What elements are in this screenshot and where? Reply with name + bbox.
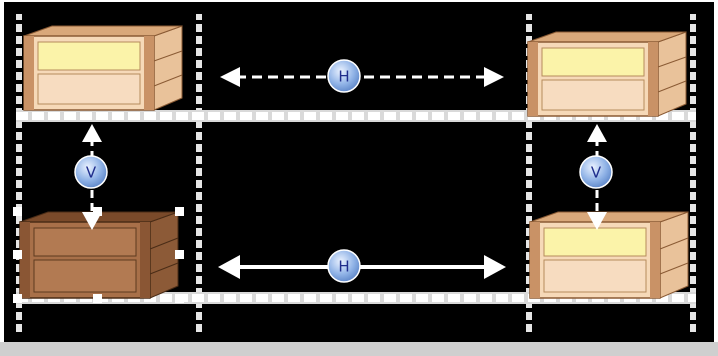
arrowhead-right-icon <box>484 255 506 279</box>
rack-post-right <box>690 14 696 332</box>
selection-handle[interactable] <box>13 294 22 303</box>
arrowhead-down-icon <box>587 212 607 230</box>
arrowhead-down-icon <box>82 212 102 230</box>
selection-handle[interactable] <box>13 250 22 259</box>
arrowhead-right-icon <box>484 67 504 87</box>
rack-posts <box>16 14 696 332</box>
selection-handles[interactable] <box>13 207 184 303</box>
crate-bottom-left[interactable] <box>19 211 179 299</box>
h-badge-label: H <box>338 68 349 86</box>
v-badge-label: V <box>591 164 602 182</box>
selection-handle[interactable] <box>175 250 184 259</box>
vertical-arrow-left: V <box>74 124 108 230</box>
selection-handle[interactable] <box>93 294 102 303</box>
vertical-arrow-right: V <box>579 124 613 230</box>
crate-bottom-right <box>529 211 689 299</box>
arrowhead-up-icon <box>82 124 102 142</box>
v-badge-label: V <box>86 164 97 182</box>
rack-post-center-right <box>526 14 532 332</box>
horizontal-arrow-solid: H <box>218 249 506 283</box>
rack-post-left <box>16 14 22 332</box>
h-badge <box>327 59 361 93</box>
arrowhead-left-icon <box>220 67 240 87</box>
h-badge-label: H <box>338 258 349 276</box>
selection-handle[interactable] <box>93 207 102 216</box>
bottom-shadow <box>0 342 718 356</box>
arrowhead-up-icon <box>587 124 607 142</box>
rack-post-center-left <box>196 14 202 332</box>
horizontal-arrow-dashed: H <box>220 59 504 93</box>
v-badge <box>74 155 108 189</box>
selection-handle[interactable] <box>175 294 184 303</box>
arrowhead-left-icon <box>218 255 240 279</box>
crate-top-right <box>527 31 687 117</box>
v-badge <box>579 155 613 189</box>
selection-handle[interactable] <box>175 207 184 216</box>
h-badge <box>327 249 361 283</box>
crate-top-left <box>23 25 183 111</box>
selection-handle[interactable] <box>13 207 22 216</box>
